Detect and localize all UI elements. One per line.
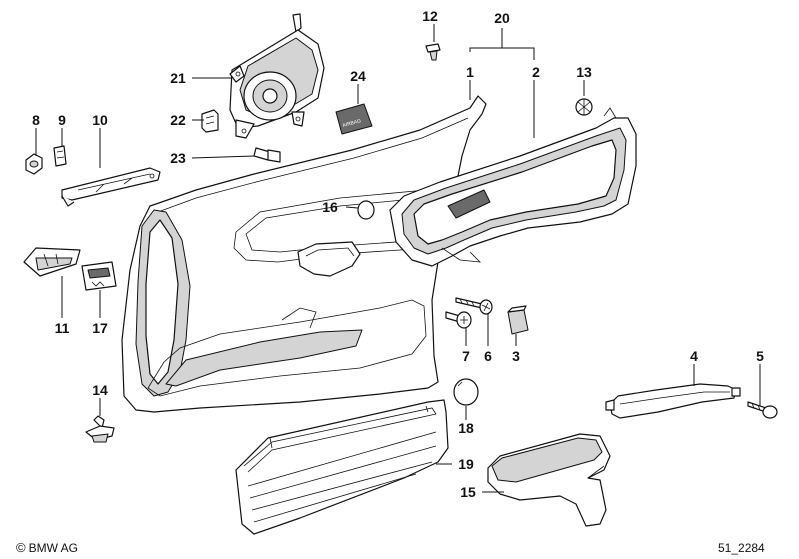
part-12-rivet: [425, 43, 441, 61]
part-17-clip-plate: [81, 261, 117, 291]
callout-20: 20: [494, 10, 510, 26]
callout-8: 8: [32, 112, 40, 128]
callout-10: 10: [92, 112, 108, 128]
callout-3: 3: [512, 348, 520, 364]
copyright-notice: ©BMW AG: [16, 540, 78, 555]
callout-21: 21: [170, 70, 186, 86]
callout-1: 1: [466, 64, 474, 80]
part-1-door-trim-panel: [121, 95, 487, 413]
part-13-grommet: [575, 98, 593, 116]
part-18-cap: [453, 378, 479, 406]
callout-13: 13: [576, 64, 592, 80]
part-8-nut: [25, 153, 43, 175]
callout-18: 18: [458, 420, 474, 436]
copyright-symbol: ©: [16, 540, 26, 555]
callout-15: 15: [460, 484, 476, 500]
diagram-id: 51_2284: [718, 541, 765, 555]
copyright-text: BMW AG: [28, 541, 78, 555]
part-22-clip: [201, 109, 219, 133]
callout-17: 17: [92, 320, 108, 336]
part-6-screw: [455, 297, 493, 315]
part-14-clip: [85, 415, 115, 443]
part-5-screw: [747, 401, 778, 419]
callout-23: 23: [170, 150, 186, 166]
callout-19: 19: [458, 456, 474, 472]
part-9-clip: [53, 145, 67, 167]
callout-6: 6: [484, 348, 492, 364]
part-10-bracket: [61, 167, 161, 207]
part-15-storage-tray: [487, 433, 611, 527]
callout-22: 22: [170, 112, 186, 128]
callout-7: 7: [462, 348, 470, 364]
part-24-airbag-badge: AIRBAG: [335, 103, 373, 135]
callout-5: 5: [756, 348, 764, 364]
part-19-map-pocket: [235, 399, 449, 535]
callout-labels: 1 2 3 4 5 6 7 8 9 10 11 12 13 14 15 16 1…: [32, 8, 764, 500]
callout-14: 14: [92, 382, 108, 398]
callout-16: 16: [322, 199, 338, 215]
callout-24: 24: [350, 68, 366, 84]
part-21-loudspeaker: [229, 13, 325, 139]
part-2-armrest-insert: [389, 107, 637, 267]
callout-11: 11: [55, 320, 70, 336]
callout-4: 4: [690, 348, 698, 364]
callout-9: 9: [58, 112, 66, 128]
part-4-grab-handle: [605, 383, 741, 419]
callout-12: 12: [422, 8, 438, 24]
part-11-holder: [23, 247, 81, 277]
part-23-bolt: [253, 147, 281, 163]
part-7-screw: [445, 311, 472, 329]
leader-lines: [35, 24, 761, 493]
part-16-plug: [357, 200, 375, 220]
airbag-label: AIRBAG: [342, 118, 362, 129]
part-3-cap: [507, 305, 529, 335]
callout-2: 2: [532, 64, 540, 80]
